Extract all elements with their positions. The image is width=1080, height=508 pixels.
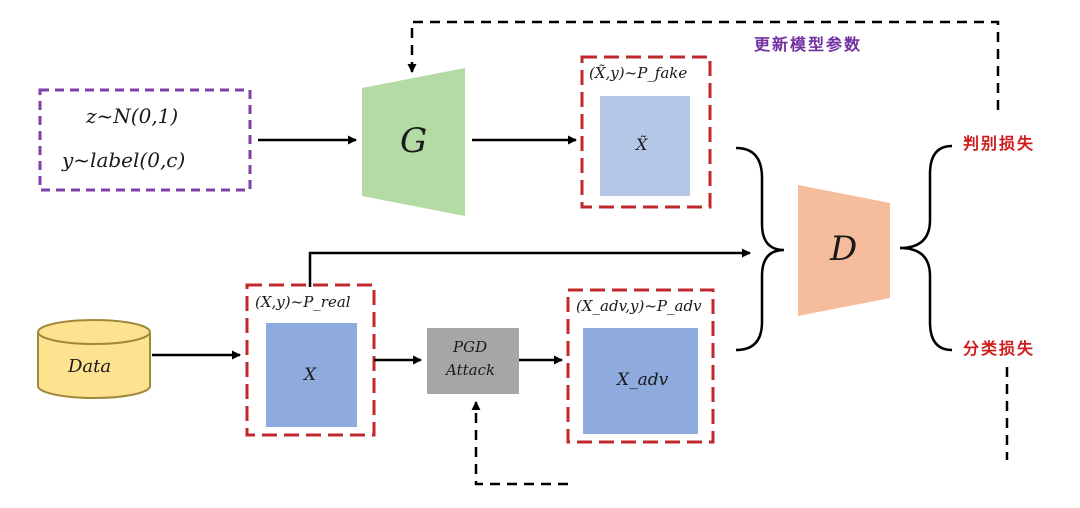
pgd-attack-block	[427, 328, 519, 394]
cls-loss-label: 分类损失	[963, 339, 1036, 358]
real-sample-block	[266, 323, 357, 427]
disc-loss-label: 判别损失	[963, 134, 1036, 153]
adv-sample-block	[583, 328, 698, 434]
adv-sample-border	[566, 288, 715, 444]
fake-sample-caption: (X̃,y)~P_fake	[589, 66, 687, 81]
discriminator-label: D	[830, 229, 858, 269]
brace-into-discriminator	[735, 146, 785, 352]
brace-out-of-discriminator	[899, 144, 953, 352]
noise-input-box	[38, 88, 252, 192]
generator-block	[362, 68, 465, 216]
fake-caption-text: (X̃,y)~P_fake	[589, 64, 688, 82]
real-sample-caption: (X,y)~P_real	[255, 293, 351, 311]
noise-label-z: z~N(0,1)	[86, 104, 179, 128]
adv-sample-label: X_adv	[617, 370, 669, 390]
data-cylinder	[37, 319, 151, 399]
real-sample-label: X	[304, 365, 317, 385]
update-params-label: 更新模型参数	[754, 35, 863, 54]
fake-sample-block	[600, 96, 690, 196]
data-label: Data	[68, 356, 112, 377]
arrow-real-to-discriminator	[308, 248, 751, 287]
generator-label: G	[400, 121, 428, 161]
adv-sample-caption: (X_adv,y)~P_adv	[576, 297, 702, 315]
pgd-label-line1: PGD	[453, 338, 488, 356]
fake-sample-border	[580, 55, 712, 209]
discriminator-block	[798, 185, 890, 316]
dashed-pgd-feedback-path	[471, 401, 568, 486]
fake-sample-label: X̃	[636, 135, 648, 154]
pgd-label-line2: Attack	[446, 361, 496, 379]
dashed-update-params-path	[407, 20, 1000, 110]
noise-label-y: y~label(0,c)	[62, 148, 186, 172]
